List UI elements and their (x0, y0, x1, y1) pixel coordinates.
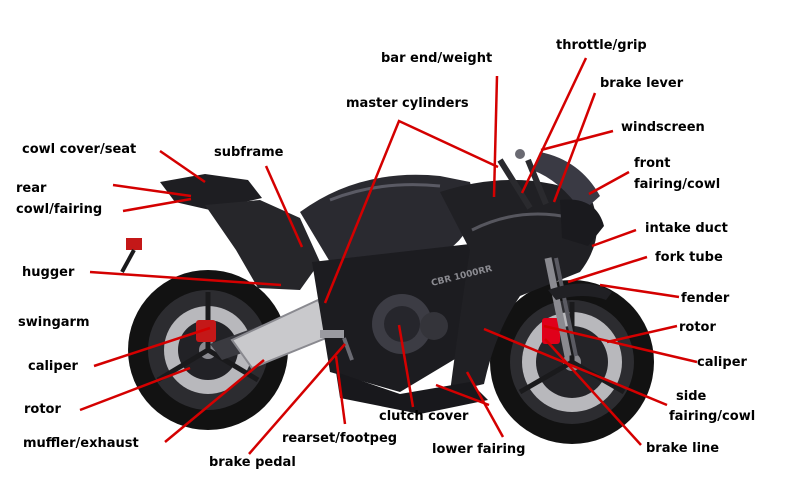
label-windscreen: windscreen (621, 120, 705, 135)
label-front-fairing-line1: front (634, 156, 671, 171)
front-fender (548, 283, 612, 300)
windscreen-part (532, 152, 600, 212)
label-rear-cowl-line1: rear (16, 181, 47, 196)
label-caliper-rear: caliper (28, 359, 78, 374)
label-swingarm: swingarm (18, 315, 90, 330)
label-hugger: hugger (22, 265, 75, 280)
label-cowl-cover-seat: cowl cover/seat (22, 142, 137, 157)
label-lower-fairing: lower fairing (432, 442, 526, 457)
label-caliper-front: caliper (697, 355, 747, 370)
label-rear-cowl-line2: cowl/fairing (16, 202, 103, 217)
label-clutch-cover: clutch cover (379, 409, 469, 424)
label-rotor-front: rotor (679, 320, 716, 335)
label-brake-pedal: brake pedal (209, 455, 296, 470)
fork-part (544, 257, 572, 357)
front-wheel (490, 280, 654, 444)
label-rotor-rear: rotor (24, 402, 61, 417)
label-intake-duct: intake duct (645, 221, 728, 236)
label-rearset-footpeg: rearset/footpeg (282, 431, 398, 446)
label-front-fairing-line2: fairing/cowl (634, 177, 721, 192)
label-subframe: subframe (214, 145, 284, 160)
label-side-fairing-line1: side (676, 389, 707, 404)
side-fairing-part (440, 179, 598, 392)
label-muffler-exhaust: muffler/exhaust (23, 436, 139, 451)
lower-fairing-part (336, 372, 488, 414)
rear-caliper (196, 320, 216, 342)
label-throttle-grip: throttle/grip (556, 38, 647, 53)
tail-light (126, 238, 142, 250)
label-brake-line: brake line (646, 441, 720, 456)
label-bar-end-weight: bar end/weight (381, 51, 493, 66)
label-brake-lever: brake lever (600, 76, 684, 91)
label-fork-tube: fork tube (655, 250, 723, 265)
label-fender: fender (681, 291, 730, 306)
label-master-cylinders: master cylinders (346, 96, 469, 111)
front-caliper (542, 318, 560, 344)
leader-lines (79, 57, 698, 455)
label-side-fairing-line2: fairing/cowl (669, 409, 756, 424)
